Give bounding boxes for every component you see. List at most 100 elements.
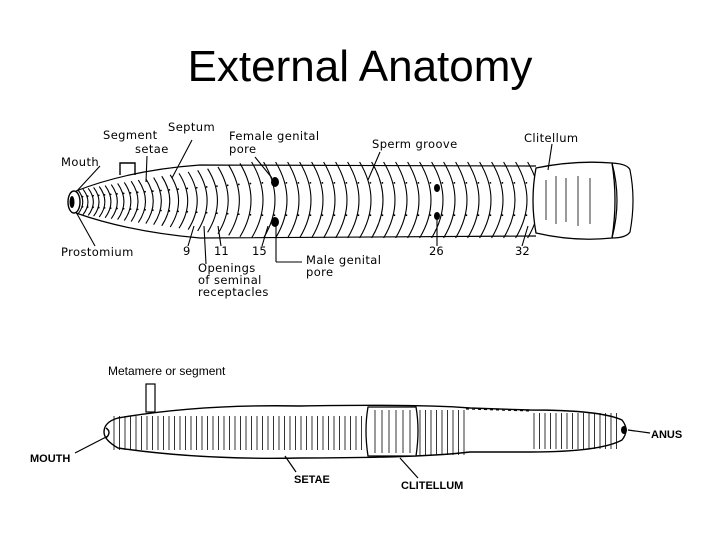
top-segment-ring xyxy=(228,164,240,236)
genital-pores xyxy=(271,177,440,227)
label-bottom-mouth: MOUTH xyxy=(30,453,70,465)
top-segment-ring xyxy=(335,161,348,239)
seta-dot xyxy=(465,214,468,217)
seta-dot xyxy=(321,182,324,184)
top-segment-ring xyxy=(515,161,528,239)
top-segment-ring xyxy=(395,161,408,239)
top-segment-ring xyxy=(82,188,89,216)
top-leader-lines xyxy=(75,139,553,265)
top-segment-ring xyxy=(110,184,118,220)
seta-dot xyxy=(261,182,264,184)
label-bottom-anus: ANUS xyxy=(651,429,682,441)
seta-dot xyxy=(525,214,528,217)
seta-dot xyxy=(103,206,106,209)
seta-dot xyxy=(109,193,112,196)
segment-number-15: 15 xyxy=(252,244,267,258)
seta-dot xyxy=(81,195,84,198)
seta-dot xyxy=(129,208,132,210)
seta-dot xyxy=(86,206,89,208)
label-prostomium: Prostomium xyxy=(61,245,134,259)
seta-dot xyxy=(477,214,480,217)
seta-dot xyxy=(453,214,456,217)
seta-dot xyxy=(309,214,312,217)
seta-dot xyxy=(151,209,154,212)
seta-dot xyxy=(168,210,171,212)
top-segment-ring xyxy=(359,161,372,239)
seta-dot xyxy=(226,212,229,215)
seta-dot xyxy=(160,209,162,212)
seta-dot xyxy=(144,208,146,211)
segment-number-26: 26 xyxy=(429,244,444,258)
seta-dot xyxy=(369,214,372,217)
seta-dot xyxy=(136,191,139,194)
top-segment-ring xyxy=(347,161,360,239)
seta-dot xyxy=(417,182,420,184)
top-segment-ring xyxy=(275,161,288,239)
seta-dot xyxy=(285,182,288,184)
seta-dot xyxy=(177,210,180,213)
seta-dot xyxy=(333,182,336,184)
seta-dot xyxy=(333,214,336,217)
top-segment-ring xyxy=(503,161,516,239)
label-mouth: Mouth xyxy=(61,155,99,169)
top-segment-ring xyxy=(431,161,444,239)
seta-dot xyxy=(92,206,94,209)
top-segment-ring xyxy=(467,161,480,239)
seta-dot xyxy=(109,207,112,210)
label-segment: Segment xyxy=(103,128,158,142)
seta-dot xyxy=(226,184,229,187)
seta-dot xyxy=(417,214,420,217)
omitted-section xyxy=(465,408,531,453)
seta-dot xyxy=(381,182,384,184)
seta-dot xyxy=(205,211,208,214)
label-setae: setae xyxy=(135,142,169,156)
label-clitellum: Clitellum xyxy=(524,131,579,145)
seta-dot xyxy=(441,214,444,217)
seta-dot xyxy=(297,182,300,184)
seta-dot xyxy=(321,214,324,217)
top-segment-ring xyxy=(187,171,198,230)
seta-dot xyxy=(453,182,456,184)
seta-dot xyxy=(168,188,171,191)
top-segment-ring xyxy=(287,161,300,239)
top-segment-ring xyxy=(87,187,94,216)
seta-dot xyxy=(237,213,240,216)
page-title: External Anatomy xyxy=(187,42,533,91)
seta-dot xyxy=(297,214,300,217)
segment-number-32: 32 xyxy=(515,244,530,258)
seta-dot xyxy=(216,185,218,188)
seta-dot xyxy=(103,193,106,196)
seta-dot xyxy=(405,214,408,217)
caption-metamere: Metamere or segment xyxy=(108,364,226,378)
seta-dot xyxy=(525,182,528,184)
seta-dot xyxy=(116,207,118,210)
top-segment-ring xyxy=(93,187,100,217)
top-body-outline xyxy=(75,164,537,239)
seta-dot xyxy=(357,214,360,217)
seta-dot xyxy=(345,214,348,217)
top-segment-ring xyxy=(491,161,504,239)
seta-dot xyxy=(97,194,100,197)
seta-dot xyxy=(273,214,276,217)
seta-dot xyxy=(122,207,125,210)
seta-dot xyxy=(357,182,360,184)
top-worm-segments xyxy=(75,161,540,239)
top-segment-ring xyxy=(383,161,396,239)
seta-dot xyxy=(261,214,264,217)
label-septum: Septum xyxy=(168,120,215,134)
seta-dot xyxy=(216,212,218,215)
seta-dot xyxy=(129,191,132,194)
seta-dot xyxy=(393,182,396,184)
seta-dot xyxy=(186,187,189,190)
seta-dot xyxy=(501,214,504,217)
seta-dot xyxy=(249,182,252,185)
seta-dot xyxy=(429,182,432,184)
label-bottom-setae: SETAE xyxy=(294,474,330,486)
top-clitellum-band xyxy=(532,161,616,240)
top-segment-ring xyxy=(161,175,171,227)
segment-number-11: 11 xyxy=(214,244,229,258)
top-segment-ring xyxy=(117,183,125,220)
seta-dot xyxy=(92,194,94,197)
